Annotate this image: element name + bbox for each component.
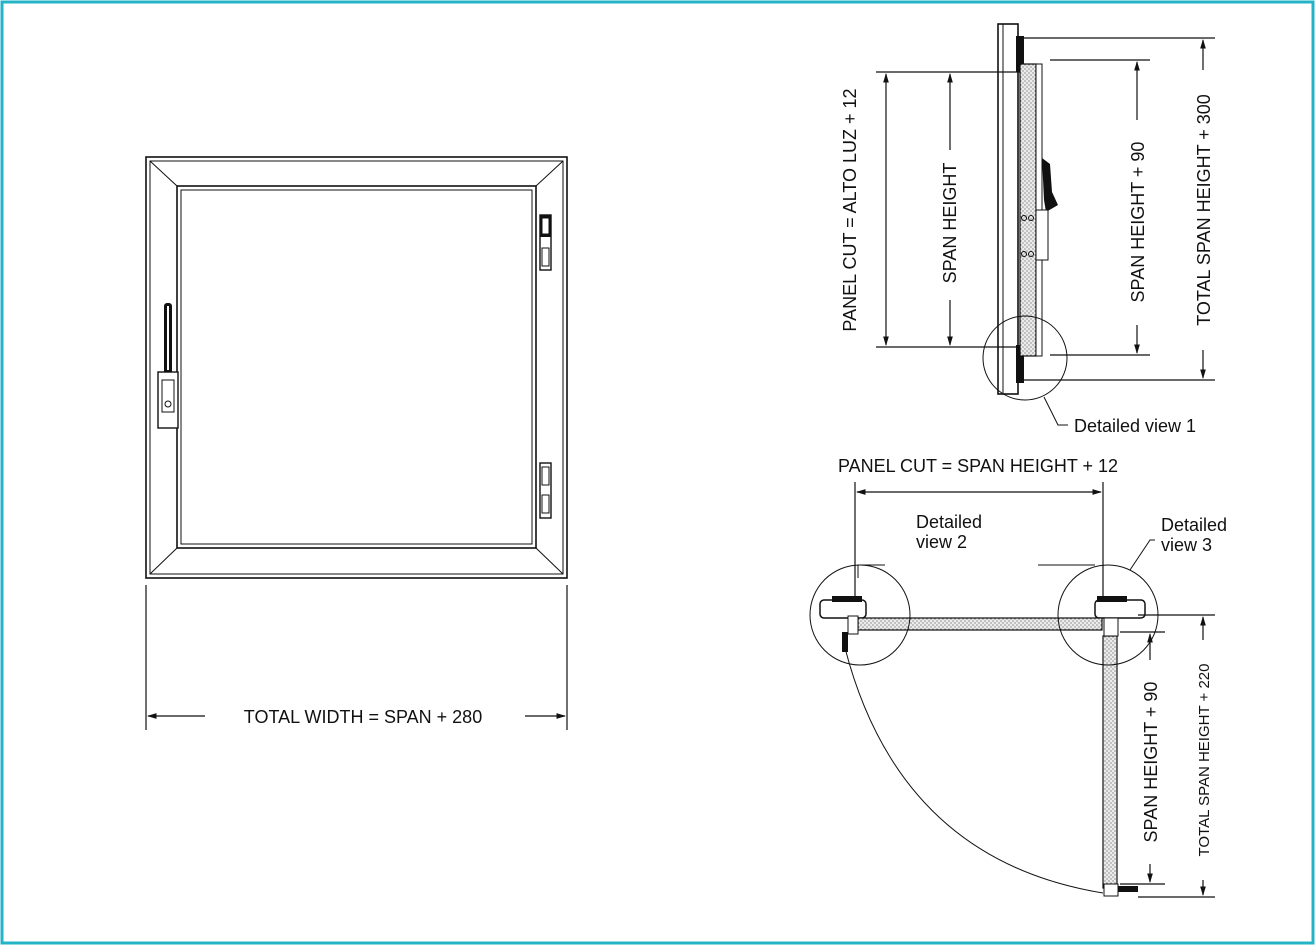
detail-view-2-line2: view 2	[916, 532, 967, 552]
front-view: TOTAL WIDTH = SPAN + 280	[145, 156, 568, 730]
door-handle	[157, 303, 179, 429]
total-span-height-label: TOTAL SPAN HEIGHT + 300	[1194, 94, 1214, 326]
span-height-label: SPAN HEIGHT	[940, 163, 960, 284]
miter-corner	[149, 547, 178, 575]
outer-frame	[145, 156, 568, 579]
detail-view-2-line1: Detailed	[916, 512, 982, 532]
total-width-label: TOTAL WIDTH = SPAN + 280	[244, 707, 482, 727]
detail-view-3-line2: view 3	[1161, 535, 1212, 555]
side-handle	[1042, 158, 1058, 212]
panel-cut-label: PANEL CUT = ALTO LUZ + 12	[840, 88, 860, 331]
detail-circle-1	[982, 315, 1068, 401]
span-height-plus-label: SPAN HEIGHT + 90	[1128, 142, 1148, 303]
detail-view-1-label: Detailed view 1	[1074, 416, 1196, 436]
plan-span-height-plus-label: SPAN HEIGHT + 90	[1141, 682, 1161, 843]
hinge-top	[539, 214, 552, 271]
detail-leader-1	[1043, 396, 1068, 426]
miter-corner	[535, 160, 564, 187]
swing-arc	[844, 647, 1104, 894]
hinge-bottom	[539, 462, 552, 519]
side-view: Detailed view 1 PANEL CUT = ALTO LUZ + 1…	[840, 23, 1215, 436]
closed-panel	[857, 617, 1103, 631]
miter-corner	[149, 160, 178, 187]
plan-total-span-height-label: TOTAL SPAN HEIGHT + 220	[1196, 664, 1213, 857]
frame-cap-bottom	[1016, 345, 1024, 383]
outer-frame-inner-line	[149, 160, 564, 575]
detail-view-3-line1: Detailed	[1161, 515, 1227, 535]
frame-cap-top	[1016, 36, 1024, 72]
frame-jamb	[997, 23, 1019, 395]
plan-panel-cut-label: PANEL CUT = SPAN HEIGHT + 12	[838, 456, 1118, 476]
panel-bevel	[180, 189, 533, 545]
miter-corner	[535, 547, 564, 575]
door-panel	[176, 185, 537, 549]
insulated-panel	[1019, 63, 1037, 357]
frame-left	[819, 599, 867, 619]
frame-right	[1094, 599, 1146, 619]
open-panel	[1102, 635, 1118, 889]
plan-view: PANEL CUT = SPAN HEIGHT + 12 Detailed vi…	[809, 456, 1227, 898]
